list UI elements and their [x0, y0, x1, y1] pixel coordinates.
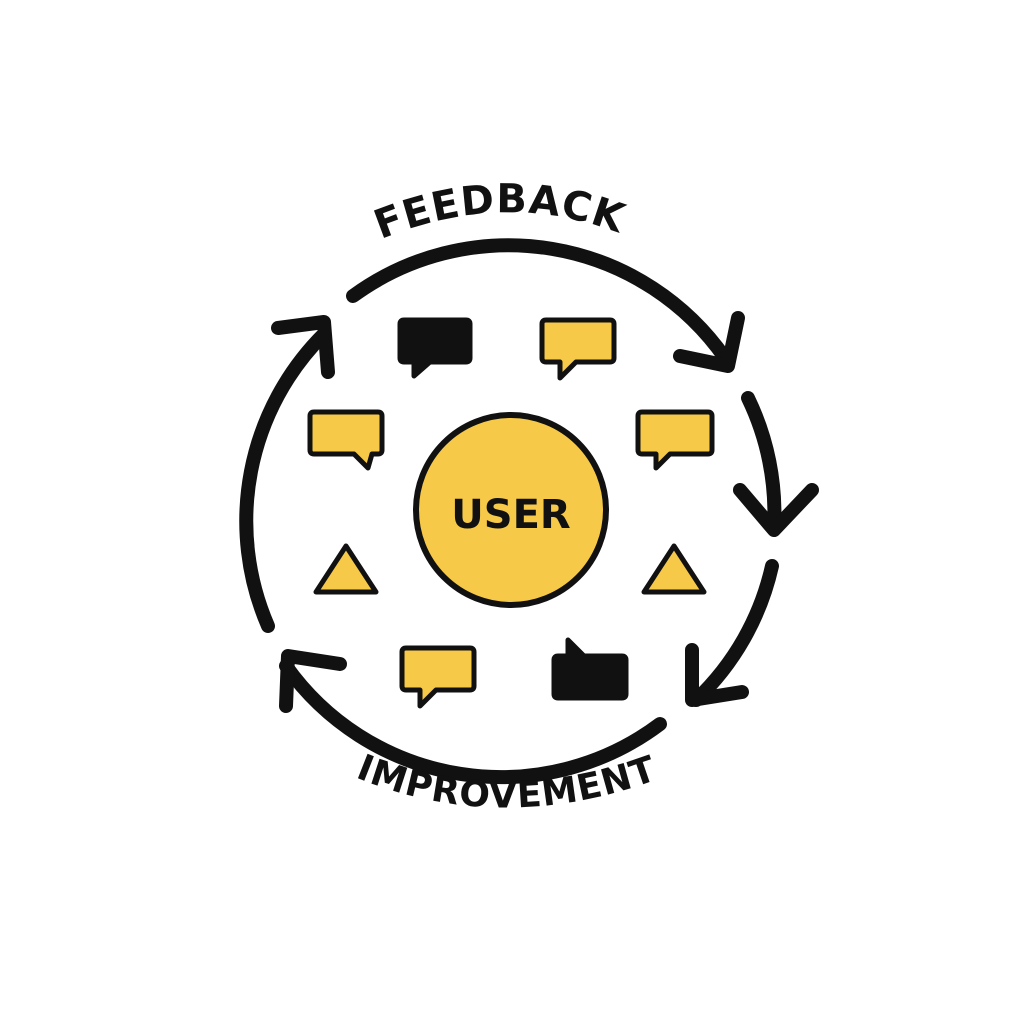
arc-top [346, 238, 732, 365]
feedback-icons [307, 317, 715, 709]
arc-right-upper [741, 391, 782, 535]
speech-bubble-black-icon [551, 637, 629, 701]
arrowhead-bottom-left-icon [279, 649, 347, 713]
speech-bubble-yellow-icon [539, 317, 617, 381]
arc-right-lower [689, 559, 779, 707]
feedback-label: FEEDBACK [368, 176, 631, 248]
cycle-arrows [239, 238, 819, 785]
speech-bubble-yellow-icon [399, 645, 477, 709]
speech-bubble-yellow-icon [635, 409, 715, 471]
arrowhead-bottom-right-icon [685, 643, 749, 707]
warning-triangle-icon [313, 543, 379, 595]
user-circle [413, 412, 609, 608]
speech-bubble-yellow-icon [307, 409, 385, 471]
arrowhead-right-down-icon [733, 483, 819, 537]
feedback-label-text: FEEDBACK [368, 176, 632, 248]
user-label: USER [451, 492, 570, 538]
speech-bubble-black-icon [397, 317, 473, 379]
user-node: USER [413, 412, 609, 608]
arc-bottom [279, 659, 667, 785]
warning-triangle-icon [641, 543, 707, 595]
arrowhead-top-right-icon [673, 311, 745, 373]
arc-left [239, 327, 331, 633]
arrowhead-top-left-icon [271, 315, 335, 379]
